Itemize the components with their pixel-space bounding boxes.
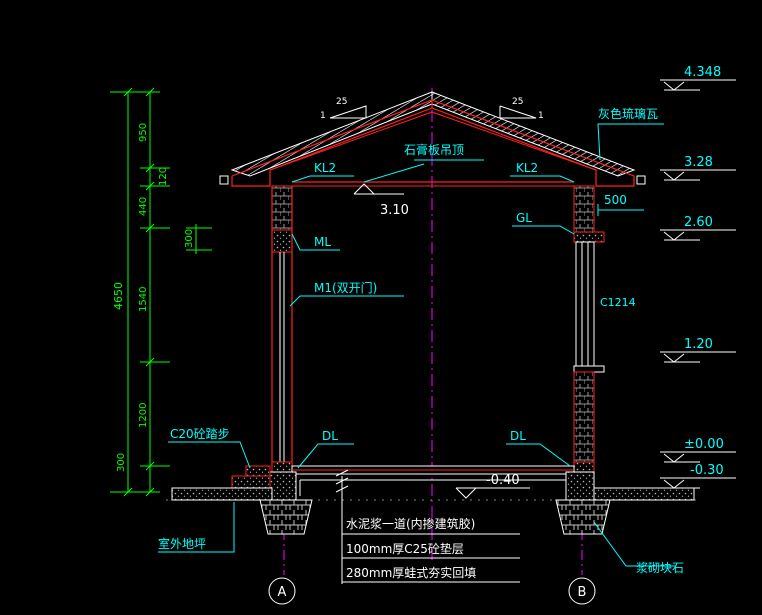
foundation-right: [555, 471, 611, 535]
floor-notes: [335, 469, 520, 584]
floor-note-2: 100mm厚C25砼垫层: [346, 541, 464, 556]
roof: [219, 91, 646, 187]
dim-1200: 1200: [138, 403, 149, 428]
dim-440: 440: [138, 197, 149, 216]
label-dl-right: DL: [510, 429, 526, 443]
slope-left-run: 1: [320, 111, 326, 121]
label-ceiling: 石膏板吊顶: [404, 142, 464, 157]
elev-000: ±0.00: [684, 437, 724, 452]
elev-4348: 4.348: [684, 65, 721, 80]
dim-total: 4650: [112, 282, 125, 310]
dim-1540: 1540: [138, 287, 149, 312]
slope-right-run: 1: [538, 111, 544, 121]
slope-marker-right: 25 1: [499, 97, 544, 121]
floor-level-marker: -0.40: [455, 473, 530, 499]
axis-label-b: B: [578, 585, 587, 600]
label-eave-overhang: 500: [604, 193, 627, 207]
axis-bubble-a: A: [268, 577, 296, 605]
floor-note-1: 水泥浆一道(内掺建筑胶): [346, 516, 475, 531]
roof-slab-right: [431, 99, 635, 187]
dim-300-bottom: 300: [116, 453, 127, 472]
label-rubble: 浆砌块石: [636, 560, 684, 575]
label-gl: GL: [516, 211, 532, 225]
label-outdoor-ground: 室外地坪: [158, 536, 206, 551]
label-m1: M1(双开门): [314, 280, 377, 295]
dim-950: 950: [138, 123, 149, 142]
right-wall: [573, 185, 605, 473]
dim-300-window: 300: [184, 229, 195, 248]
label-step: C20砼踏步: [170, 427, 230, 441]
label-dl-left: DL: [322, 429, 338, 443]
axis-label-a: A: [278, 585, 287, 600]
left-wall: [271, 185, 293, 473]
entry-step: [231, 465, 271, 489]
slope-left-rise: 25: [336, 97, 347, 107]
ceiling-level-marker: 3.10: [353, 183, 409, 218]
dimension-chain: [110, 87, 212, 497]
label-kl2-left: KL2: [314, 161, 336, 175]
dim-120: 120: [158, 167, 169, 186]
slope-marker-left: 25 1: [320, 97, 367, 121]
label-c1214: C1214: [600, 296, 636, 309]
ceiling-height-value: 3.10: [380, 203, 409, 218]
roof-ridge-left: [269, 111, 433, 171]
roof-ridge-right: [431, 111, 597, 171]
floor-slab: [291, 465, 575, 496]
label-roof-tile: 灰色琉璃瓦: [598, 107, 658, 121]
elev-328: 3.28: [684, 155, 713, 170]
elev-120: 1.20: [684, 337, 713, 352]
label-ml: ML: [314, 235, 331, 249]
outdoor-ground: [166, 487, 700, 501]
elevation-markers: [660, 79, 736, 489]
floor-level-value: -0.40: [486, 473, 520, 488]
eave-cap-left: [219, 175, 229, 185]
label-kl2-right: KL2: [516, 161, 538, 175]
axis-bubble-b: B: [568, 577, 596, 605]
elev-030: -0.30: [690, 463, 724, 478]
elev-260: 2.60: [684, 215, 713, 230]
floor-note-3: 280mm厚蛙式夯实回填: [346, 565, 476, 580]
eave-cap-right: [636, 175, 646, 185]
leaders: [158, 123, 676, 567]
slope-right-rise: 25: [512, 97, 523, 107]
foundation-left: [259, 471, 313, 535]
